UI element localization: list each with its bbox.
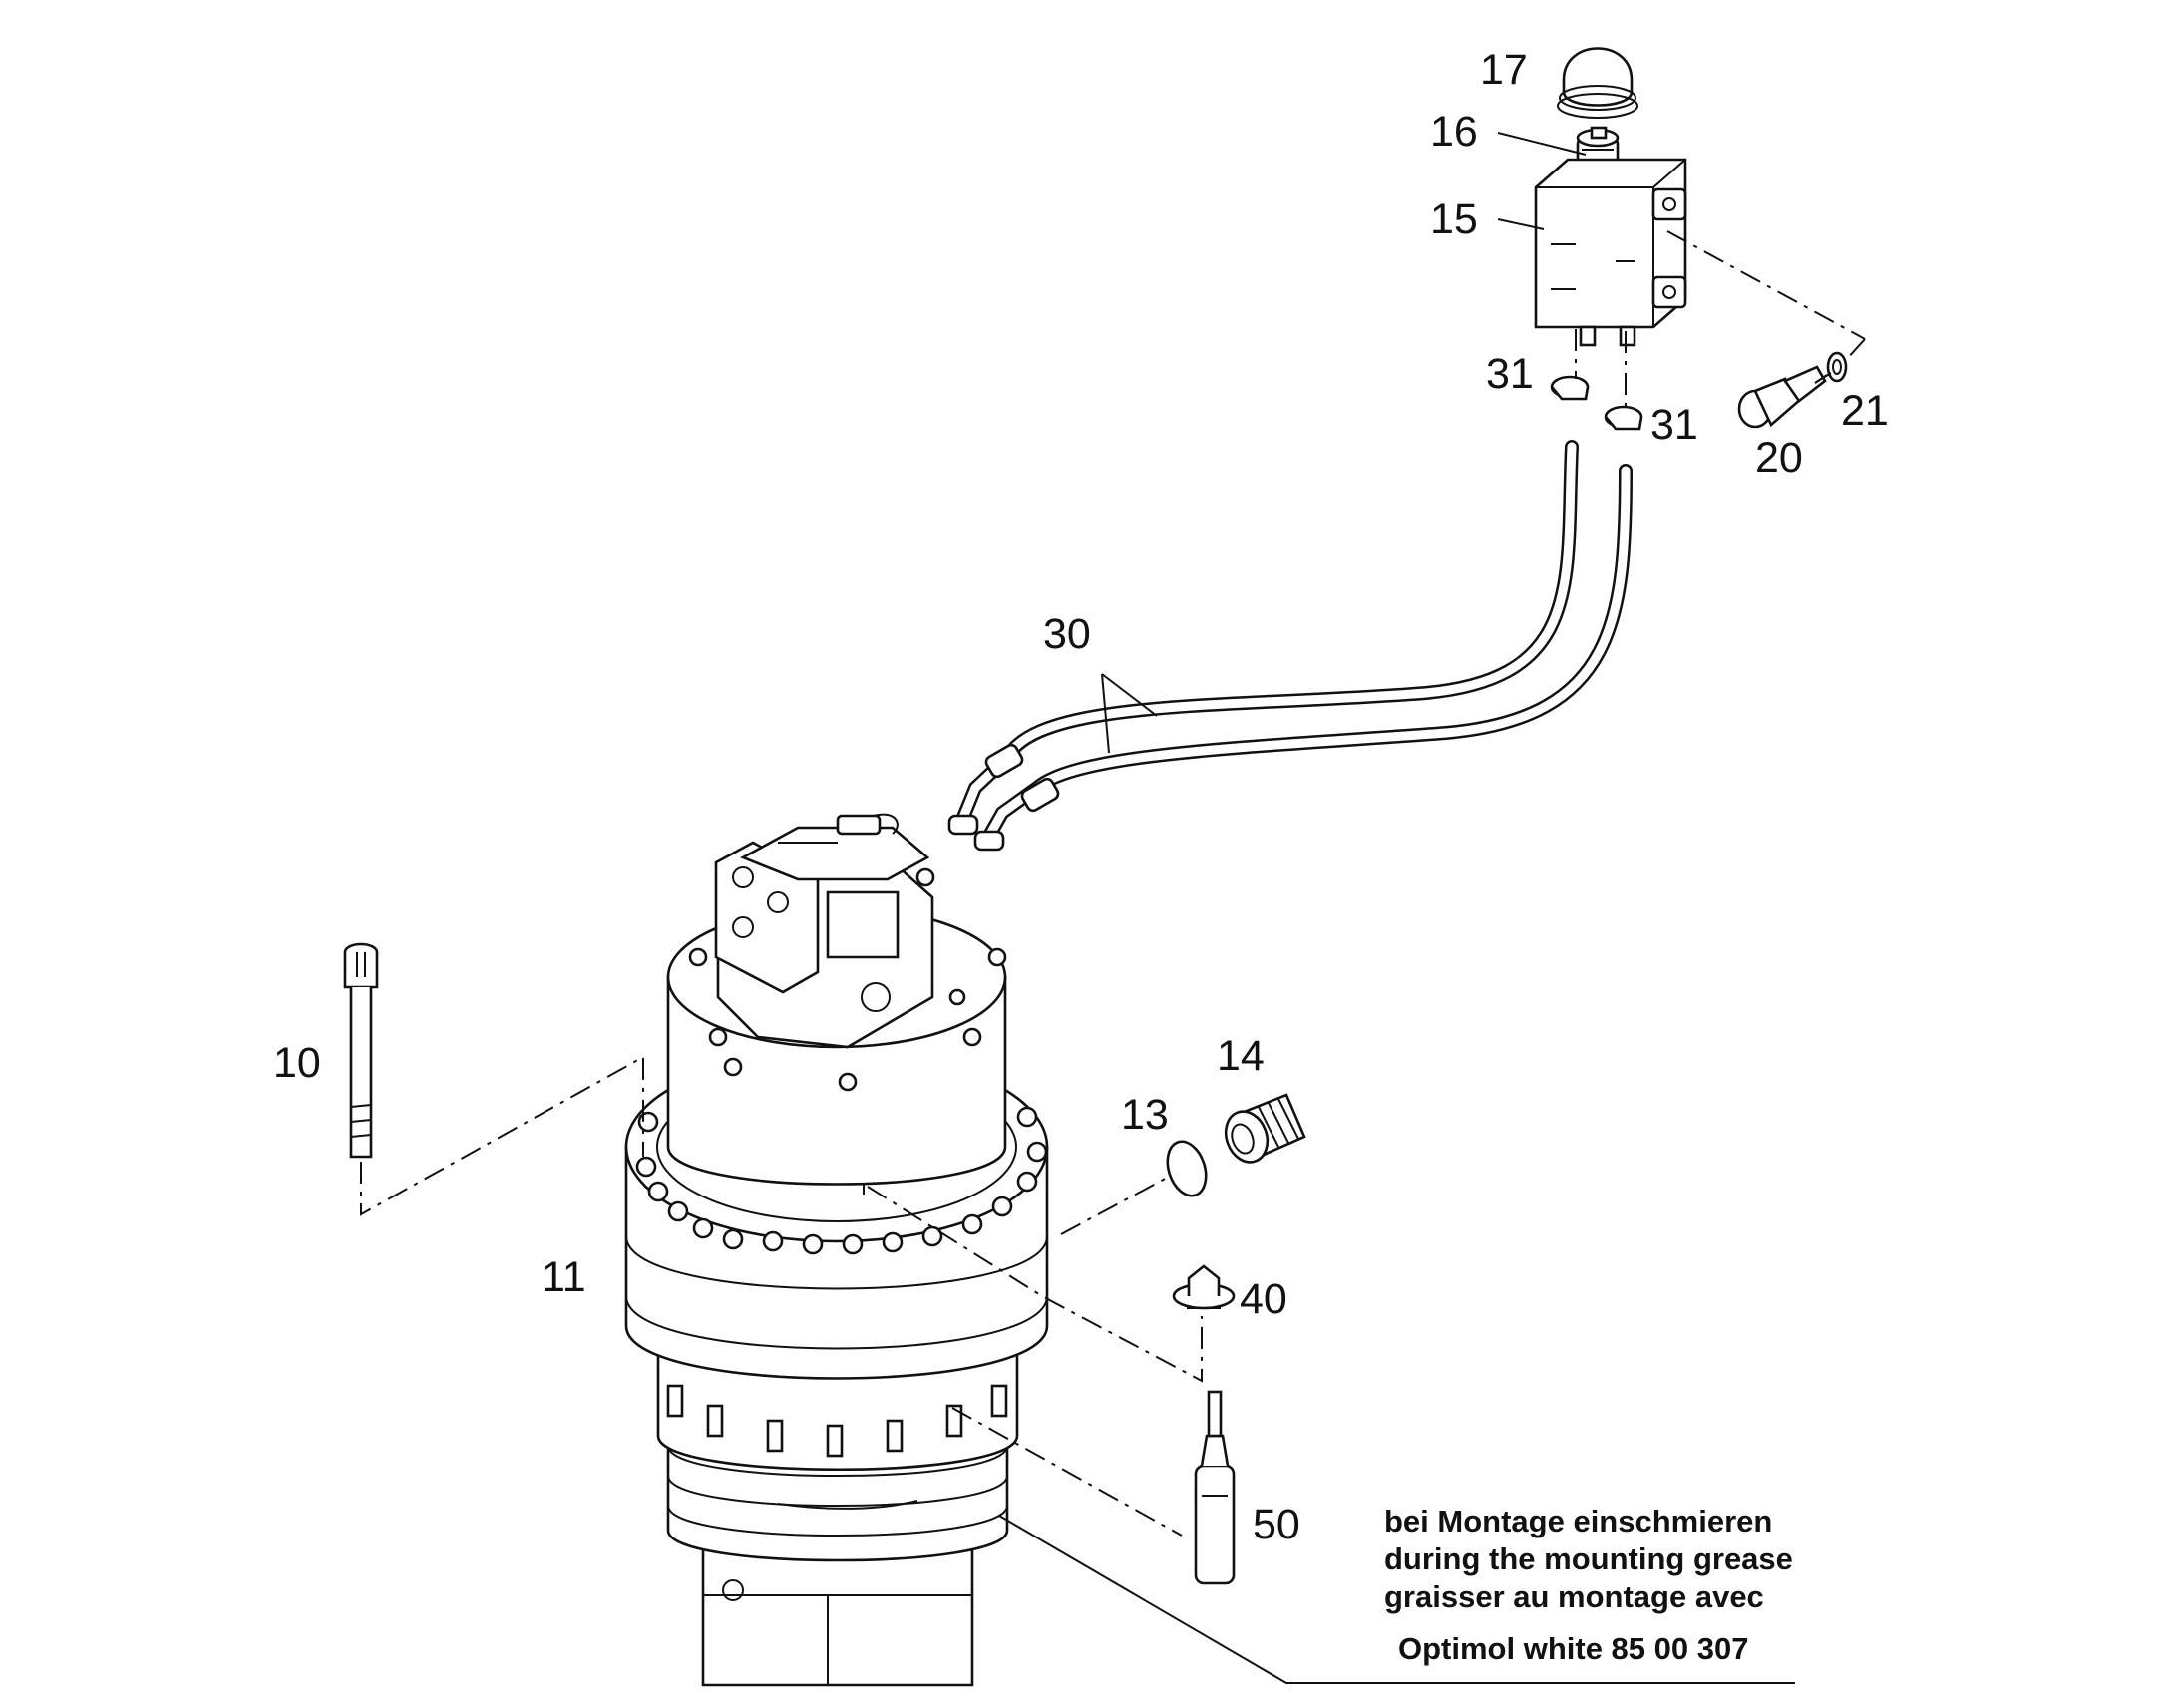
- part-11-gearbox: [624, 813, 1049, 1687]
- part-40-valve: [1172, 1264, 1236, 1310]
- note-line-english: during the mounting grease: [1384, 1541, 1793, 1576]
- part-17-cap: [1557, 47, 1638, 119]
- callout-31-left: 31: [1486, 350, 1534, 398]
- callout-16: 16: [1430, 108, 1478, 156]
- assembly-line-grease: [951, 1407, 1183, 1537]
- callout-40: 40: [1240, 1275, 1287, 1323]
- part-15-reservoir: [1534, 158, 1687, 347]
- leader-11-note: [998, 1515, 1795, 1684]
- note-line-french: graisser au montage avec: [1384, 1579, 1764, 1614]
- callout-21: 21: [1841, 387, 1889, 435]
- callout-15: 15: [1430, 195, 1478, 243]
- callout-30: 30: [1043, 610, 1091, 658]
- assembly-line-tank-to-washer: [1666, 230, 1866, 340]
- callout-13: 13: [1121, 1091, 1169, 1139]
- assembly-line-valve: [863, 1183, 1203, 1383]
- callout-10: 10: [273, 1039, 321, 1087]
- part-31-clamp-left: [1550, 375, 1590, 401]
- note-product: Optimol white 85 00 307: [1398, 1631, 1748, 1666]
- callout-17: 17: [1480, 46, 1528, 94]
- callout-31-right: 31: [1650, 401, 1698, 449]
- part-14-plug: [1224, 1093, 1306, 1164]
- part-50-grease-tube: [1194, 1390, 1236, 1585]
- callout-50: 50: [1253, 1501, 1300, 1548]
- part-21-washer: [1826, 351, 1848, 383]
- note-line-german: bei Montage einschmieren: [1384, 1504, 1772, 1538]
- leader-16: [1497, 132, 1587, 156]
- leader-30: [1101, 673, 1158, 754]
- part-30-hoses: [947, 440, 1633, 852]
- part-31-clamp-right: [1604, 405, 1643, 431]
- assembly-line-plug: [1060, 1176, 1170, 1235]
- callout-11: 11: [542, 1253, 586, 1301]
- callout-14: 14: [1217, 1032, 1265, 1080]
- part-10-bolt: [343, 942, 379, 1159]
- assembly-line-bolt: [360, 1055, 644, 1216]
- part-20-screw: [1737, 365, 1827, 429]
- part-13-o-ring: [1166, 1140, 1208, 1197]
- mounting-note: bei Montage einschmieren during the moun…: [1384, 1504, 1793, 1666]
- callout-20: 20: [1755, 434, 1803, 482]
- leader-21: [1814, 372, 1832, 384]
- leader-15: [1497, 218, 1545, 230]
